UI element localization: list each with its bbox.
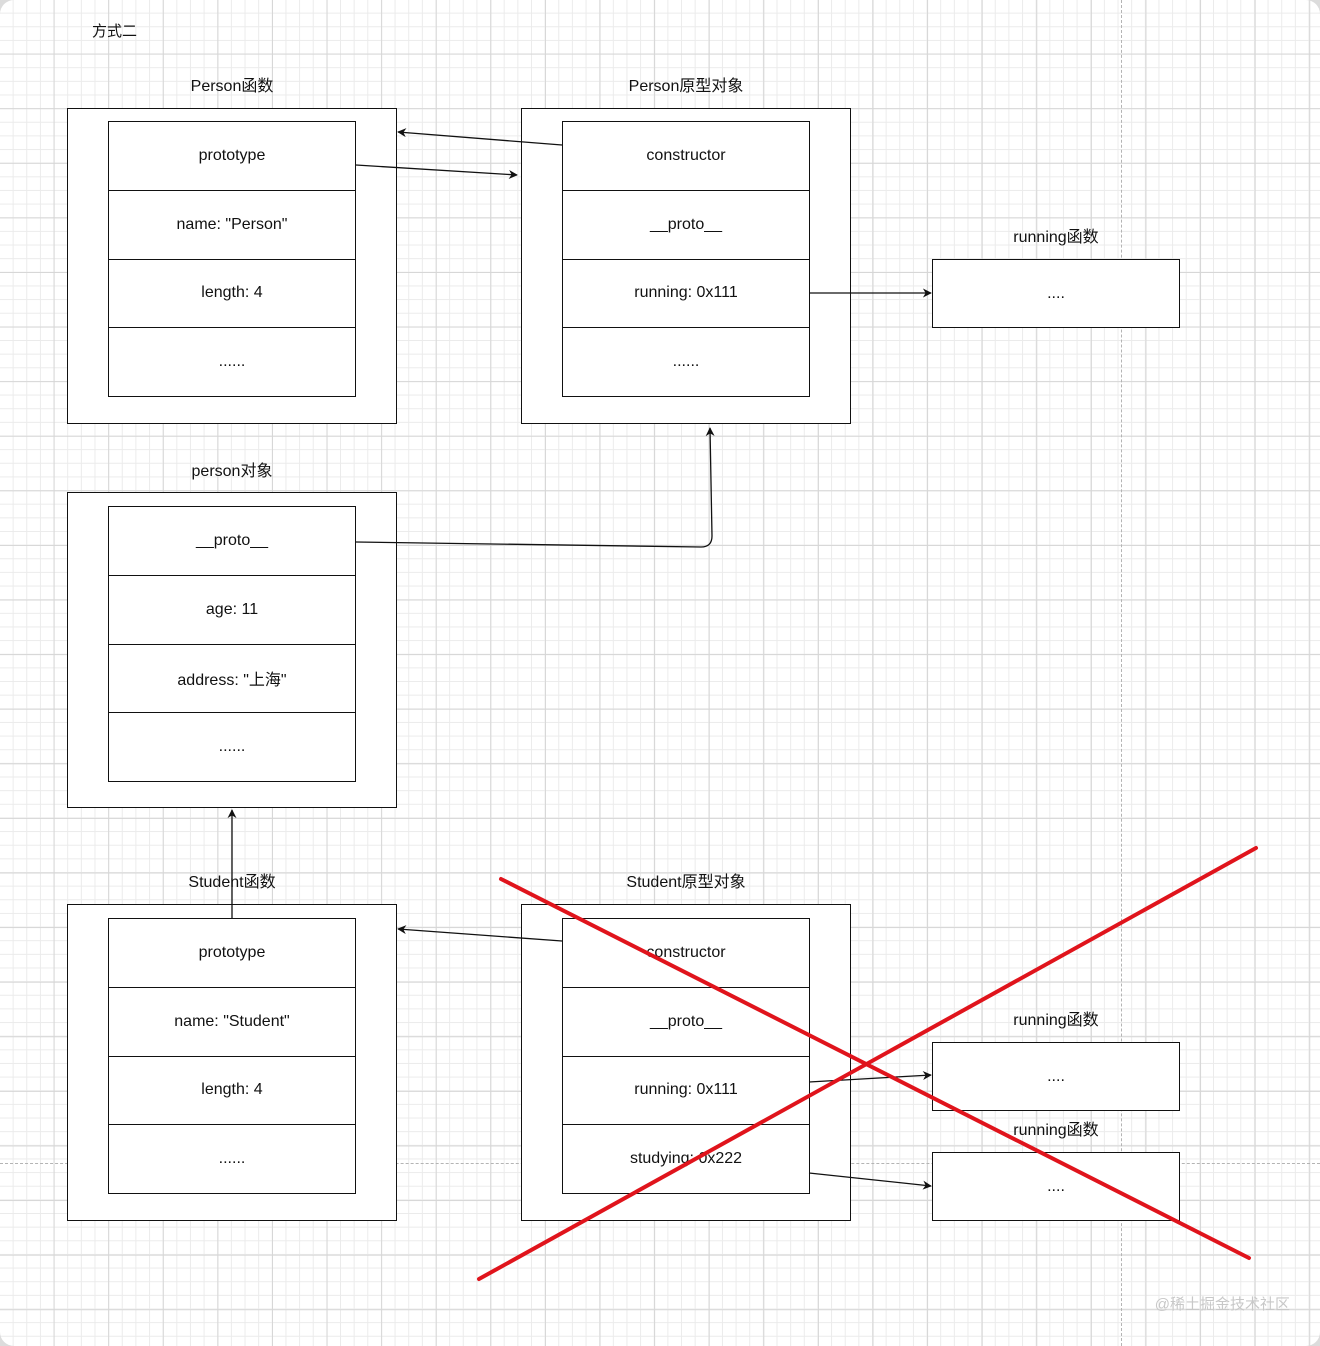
person-object-title[interactable]: person对象	[191, 463, 273, 480]
student-prototype-row-proto[interactable]: __proto__	[563, 988, 809, 1057]
person-function-row-length[interactable]: length: 4	[109, 260, 355, 329]
running-function-1-box[interactable]: ....	[932, 259, 1180, 328]
student-prototype-row-studying[interactable]: studying: 0x222	[629, 1150, 743, 1168]
person-function-row-prototype[interactable]: prototype	[109, 122, 355, 191]
student-prototype-row-running[interactable]: running: 0x111	[563, 1057, 809, 1126]
running-function-2-box[interactable]: ....	[932, 1042, 1180, 1111]
arrow-person-object-proto-to-person-prototype[interactable]	[355, 427, 715, 548]
student-function-title[interactable]: Student函数	[188, 874, 276, 891]
student-function-table[interactable]: prototype name: "Student" length: 4 ....…	[108, 918, 356, 1194]
student-function-row-length[interactable]: length: 4	[109, 1057, 355, 1126]
watermark-text: @稀土掘金技术社区	[1154, 1296, 1290, 1313]
person-object-row-age[interactable]: age: 11	[109, 576, 355, 645]
person-prototype-row-more[interactable]: ......	[672, 353, 700, 371]
person-object-table[interactable]: __proto__ age: 11 address: "上海" ......	[108, 506, 356, 782]
student-prototype-title[interactable]: Student原型对象	[626, 874, 746, 891]
person-object-row-more[interactable]: ......	[218, 738, 246, 756]
running-function-1-title[interactable]: running函数	[1013, 229, 1099, 246]
person-function-table[interactable]: prototype name: "Person" length: 4 .....…	[108, 121, 356, 397]
page-break-vertical	[1121, 0, 1122, 1346]
running-function-2-title[interactable]: running函数	[1013, 1012, 1099, 1029]
person-function-row-more[interactable]: ......	[218, 353, 246, 371]
person-prototype-title[interactable]: Person原型对象	[628, 78, 744, 95]
person-prototype-table[interactable]: constructor __proto__ running: 0x111 ...…	[562, 121, 810, 397]
person-prototype-row-running[interactable]: running: 0x111	[563, 260, 809, 329]
running-function-3-box[interactable]: ....	[932, 1152, 1180, 1221]
student-function-row-more[interactable]: ......	[218, 1150, 246, 1168]
person-prototype-row-constructor[interactable]: constructor	[563, 122, 809, 191]
student-prototype-table[interactable]: constructor __proto__ running: 0x111 stu…	[562, 918, 810, 1194]
student-function-row-prototype[interactable]: prototype	[109, 919, 355, 988]
person-function-title[interactable]: Person函数	[190, 78, 274, 95]
person-object-row-proto[interactable]: __proto__	[109, 507, 355, 576]
person-prototype-row-proto[interactable]: __proto__	[563, 191, 809, 260]
person-function-row-name[interactable]: name: "Person"	[109, 191, 355, 260]
student-prototype-row-constructor[interactable]: constructor	[563, 919, 809, 988]
caption-label[interactable]: 方式二	[92, 23, 138, 40]
person-object-row-address[interactable]: address: "上海"	[109, 645, 355, 714]
running-function-3-title[interactable]: running函数	[1013, 1122, 1099, 1139]
student-function-row-name[interactable]: name: "Student"	[109, 988, 355, 1057]
